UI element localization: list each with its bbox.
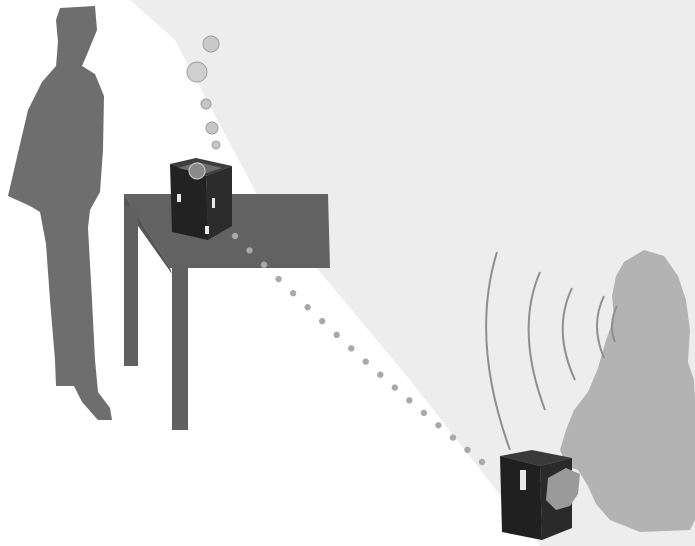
- connection-dot: [275, 276, 281, 282]
- connection-dot: [406, 397, 412, 403]
- connection-dot: [290, 290, 296, 296]
- connection-dot: [421, 410, 427, 416]
- table-leg-front: [172, 268, 188, 430]
- connection-dot: [464, 447, 470, 453]
- connection-dot: [377, 372, 383, 378]
- connection-dot: [246, 247, 252, 253]
- speaker-box-icon: [170, 158, 232, 240]
- connection-dot: [334, 332, 340, 338]
- connection-dot: [363, 358, 369, 364]
- connection-dot: [319, 318, 325, 324]
- connection-dot: [450, 434, 456, 440]
- connection-dot: [232, 233, 238, 239]
- connection-dot: [261, 262, 267, 268]
- table-leg-back: [124, 206, 138, 366]
- connection-dot: [304, 304, 310, 310]
- connection-dot: [479, 459, 485, 465]
- connection-dot: [435, 422, 441, 428]
- standing-person-icon: [8, 6, 112, 420]
- connection-dot: [348, 345, 354, 351]
- connection-dot: [392, 384, 398, 390]
